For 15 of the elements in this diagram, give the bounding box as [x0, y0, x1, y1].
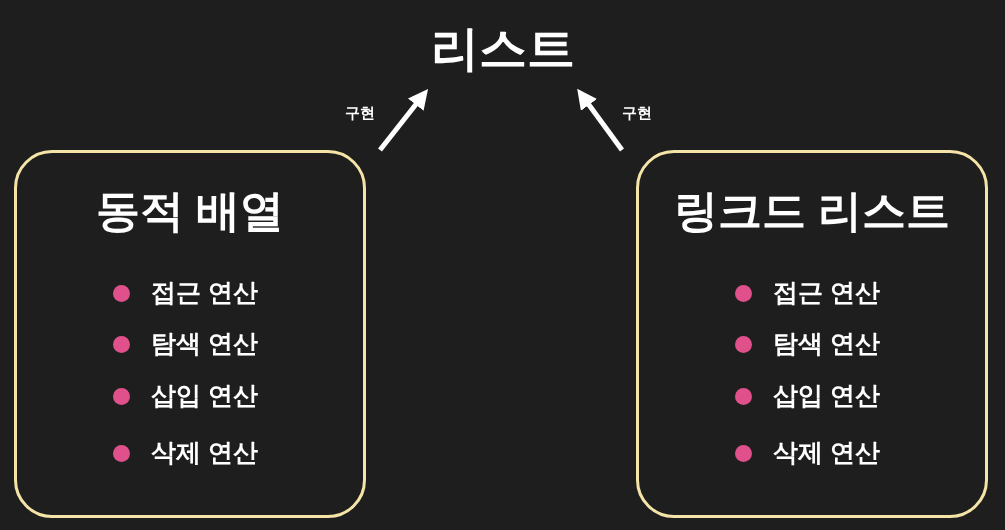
bullet-text: 탐색 연산 — [151, 331, 258, 356]
bullet-text: 삽입 연산 — [773, 383, 880, 408]
bullet-text: 탐색 연산 — [773, 331, 880, 356]
arrow — [577, 88, 624, 152]
arrow — [378, 88, 429, 152]
box-heading: 링크드 리스트 — [672, 185, 952, 237]
bullet-text: 삭제 연산 — [151, 440, 258, 465]
bullet-text: 접근 연산 — [773, 280, 880, 305]
bullet-text: 삭제 연산 — [773, 440, 880, 465]
bullet-text: 접근 연산 — [151, 280, 258, 305]
rounded-box — [636, 150, 988, 518]
bullet-text: 삽입 연산 — [151, 383, 258, 408]
rounded-box — [14, 150, 366, 518]
title-text: 리스트 — [425, 18, 580, 80]
box-heading: 동적 배열 — [94, 185, 286, 237]
